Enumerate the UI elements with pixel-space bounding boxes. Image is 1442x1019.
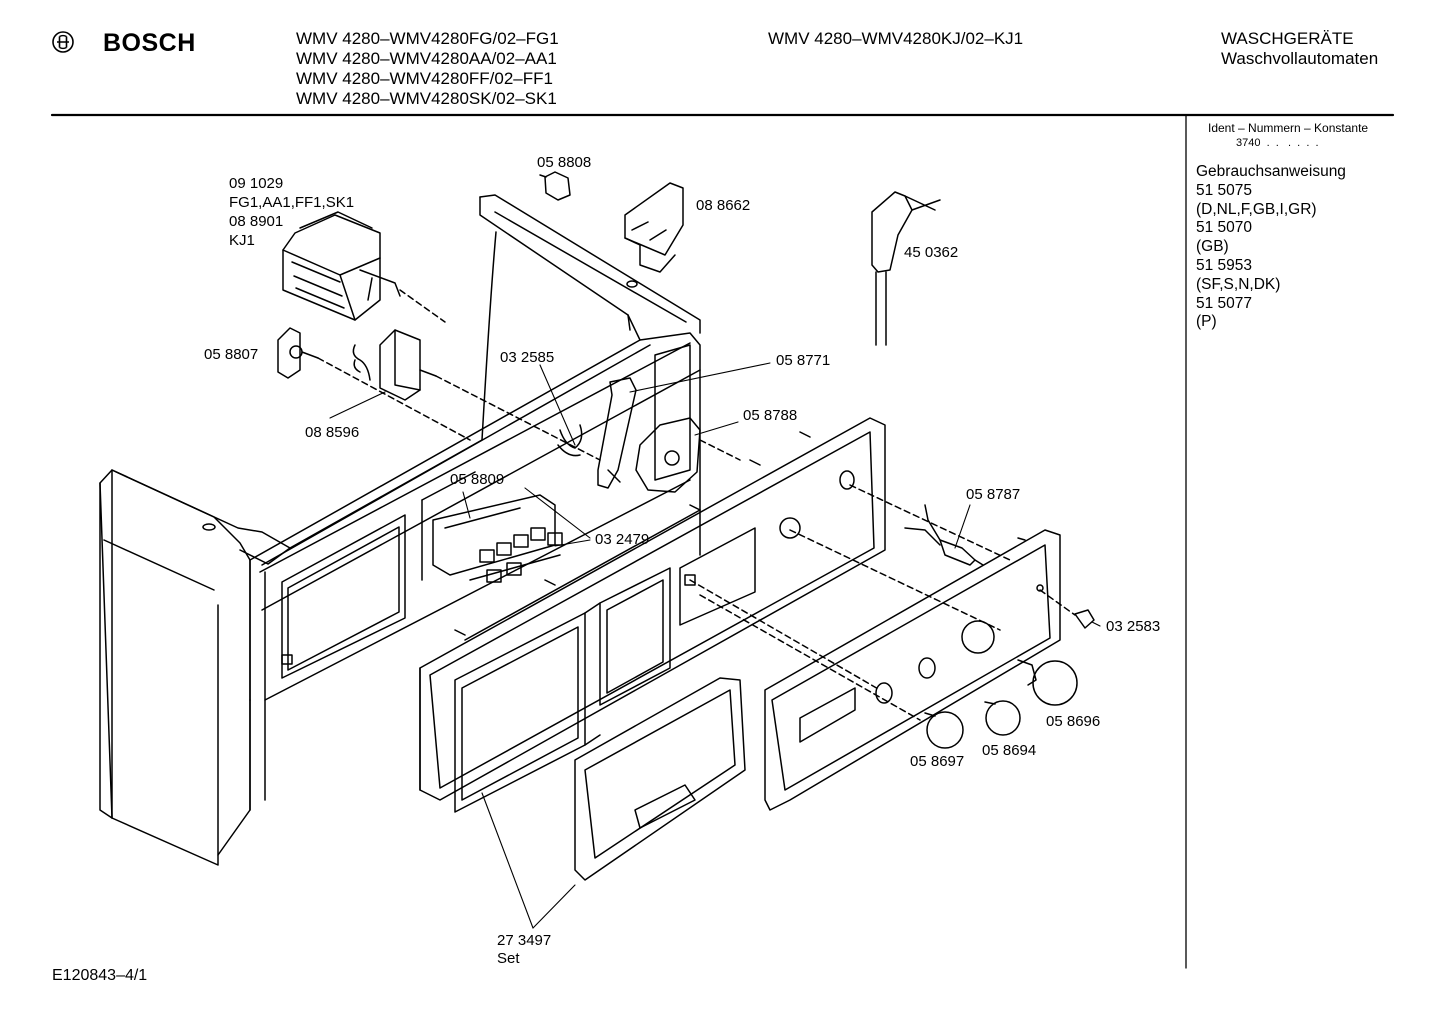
part-label-088596: 08 8596 [305,424,360,441]
model-line: WMV 4280–WMV4280FG/02–FG1 [296,29,559,48]
part-label-450362: 45 0362 [904,244,959,261]
potentiometer-part [277,327,471,441]
brand-name: BOSCH [103,29,196,57]
part-label-032583: 03 2583 [1106,618,1161,635]
category-block: WASCHGERÄTE Waschvollautomaten [1221,29,1378,69]
part-label-058807: 05 8807 [204,346,259,363]
programme-timer-part [282,211,446,323]
knob-large-part [1017,659,1078,706]
bracket-part [624,182,684,273]
part-label-058697: 05 8697 [910,753,965,770]
knob-medium-part [984,700,1021,736]
part-label-032479: 03 2479 [595,531,650,548]
model-list-primary: WMV 4280–WMV4280FG/02–FG1 WMV 4280–WMV42… [296,29,559,109]
part-label-091029: 09 1029 FG1,AA1,FF1,SK1 08 8901 KJ1 [229,175,355,249]
manual-line: (GB) [1196,238,1229,256]
manual-line: 51 5077 [1196,294,1253,312]
cam-part [635,417,741,493]
manual-line: (P) [1196,313,1217,331]
drawer-handle-part [574,677,746,881]
ident-title: Ident – Nummern – Konstante [1208,121,1369,135]
model-line-secondary: WMV 4280–WMV4280KJ/02–KJ1 [768,29,1024,48]
part-label-058787: 05 8787 [966,486,1021,503]
manual-line: 51 5953 [1196,256,1253,274]
part-label-058696: 05 8696 [1046,713,1101,730]
part-label-058771: 05 8771 [776,352,831,369]
selector-switch-part [352,329,601,461]
lever-spring-part [557,377,637,489]
category-subtitle: Waschvollautomaten [1221,49,1379,68]
leader-lines [329,362,1101,929]
manual-line: 51 5075 [1196,181,1253,199]
console-housing [99,194,701,866]
model-line: WMV 4280–WMV4280SK/02–SK1 [296,89,557,108]
category-title: WASCHGERÄTE [1221,29,1354,48]
model-line: WMV 4280–WMV4280AA/02–AA1 [296,49,557,68]
spindle-part [539,171,571,201]
part-label-032585: 03 2585 [500,349,555,366]
bosch-logo-icon [52,31,74,53]
control-panel-part [764,529,1061,811]
mains-cable-part [871,191,941,346]
part-label-273497: 27 3497 Set [497,932,552,967]
part-label-058694: 05 8694 [982,742,1037,759]
front-fascia-frame [419,417,886,813]
part-label-058809: 05 8809 [450,471,505,488]
manual-line: 51 5070 [1196,219,1253,237]
manual-line: Gebrauchsanweisung [1196,163,1346,180]
part-label-088662: 08 8662 [696,197,751,214]
screw-part [1074,609,1095,629]
manual-list: Gebrauchsanweisung 51 5075 (D,NL,F,GB,I,… [1196,163,1346,332]
assembly-lines [689,484,1076,721]
ident-value: 3740 . . . . . . [1236,137,1319,149]
part-label-058788: 05 8788 [743,407,798,424]
part-label-058808: 05 8808 [537,154,592,171]
pushbutton-block-part [432,494,563,583]
manual-line: (SF,S,N,DK) [1196,275,1281,293]
drawing-id: E120843–4/1 [52,967,148,984]
manual-line: (D,NL,F,GB,I,GR) [1196,200,1317,218]
indicator-lamp-part [904,504,984,566]
model-line: WMV 4280–WMV4280FF/02–FF1 [296,69,553,88]
knob-small-part [924,711,964,749]
